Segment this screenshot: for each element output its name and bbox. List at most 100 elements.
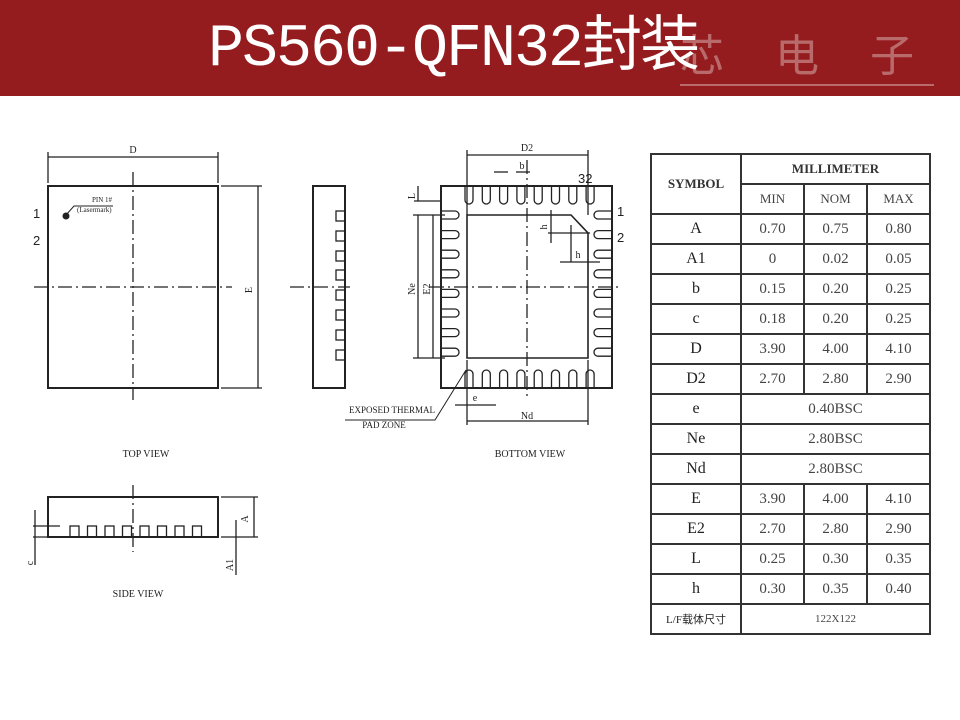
pad	[533, 369, 543, 388]
pad	[593, 327, 612, 338]
min-cell: 0.15	[740, 273, 805, 305]
package-drawing: D E PIN 1# (Lasermark) 1 2 TOP VIEW D2 b…	[25, 143, 624, 600]
pad	[593, 308, 612, 318]
nom-cell: 4.00	[803, 333, 868, 365]
pad	[441, 308, 460, 318]
exposed-pad	[466, 214, 589, 359]
nom-cell: 0.35	[803, 573, 868, 605]
max-cell: 0.40	[866, 573, 931, 605]
nom-cell: 0.30	[803, 543, 868, 575]
pin-1-label: 1	[33, 206, 40, 221]
dim-b: b	[520, 161, 525, 172]
symbol-cell: E2	[650, 513, 742, 545]
max-cell: 4.10	[866, 333, 931, 365]
pad	[593, 288, 612, 299]
symbol-cell: D	[650, 333, 742, 365]
side-pads	[335, 210, 346, 361]
symbol-cell: c	[650, 303, 742, 335]
pad	[464, 369, 474, 388]
pad	[441, 327, 460, 338]
pin-2-label: 2	[33, 233, 40, 248]
pad	[516, 186, 526, 205]
dim-nd: Nd	[521, 411, 533, 422]
pad	[498, 186, 509, 205]
dim-h-horizontal: h	[576, 250, 581, 261]
nom-cell: 0.20	[803, 303, 868, 335]
value-cell: 2.80BSC	[740, 453, 931, 485]
nom-cell: 2.80	[803, 363, 868, 395]
symbol-cell: D2	[650, 363, 742, 395]
bottom-pin-1-label: 1	[617, 204, 624, 219]
min-cell: 0	[740, 243, 805, 275]
pad	[550, 186, 561, 205]
top-view-label: TOP VIEW	[123, 449, 170, 460]
symbol-cell: L/F载体尺寸	[650, 603, 742, 635]
pad	[585, 186, 595, 205]
dim-h-vertical: h	[539, 225, 550, 230]
page-title: PS560-QFN32封装	[208, 16, 700, 84]
min-cell: 0.30	[740, 573, 805, 605]
max-cell: 2.90	[866, 513, 931, 545]
max-cell: 0.35	[866, 543, 931, 575]
dim-d: D	[129, 145, 136, 156]
min-cell: 3.90	[740, 483, 805, 515]
thermal-pad-label: EXPOSED THERMAL	[349, 405, 435, 415]
value-cell: 122X122	[740, 603, 931, 635]
nom-header: NOM	[803, 183, 868, 215]
side-pad	[191, 525, 203, 538]
pad	[585, 369, 595, 388]
side-pad	[104, 525, 115, 538]
pad	[593, 347, 612, 357]
title-bar: PS560-QFN32封装 芯 电 子	[0, 0, 960, 96]
dim-e: E	[244, 287, 255, 293]
pad	[498, 369, 509, 388]
side-pad	[156, 525, 168, 538]
bottom-view-label: BOTTOM VIEW	[495, 449, 566, 460]
dim-ne: Ne	[407, 283, 418, 295]
pad	[464, 186, 474, 205]
side-pad	[69, 525, 80, 538]
symbol-cell: A1	[650, 243, 742, 275]
dim-c: c	[25, 560, 36, 565]
nom-cell: 0.20	[803, 273, 868, 305]
symbol-cell: Ne	[650, 423, 742, 455]
pad	[481, 369, 491, 388]
unit-header: MILLIMETER	[740, 153, 931, 185]
nom-cell: 0.02	[803, 243, 868, 275]
dim-d2: D2	[521, 143, 533, 154]
side-pad	[86, 525, 98, 538]
side-pad	[121, 525, 133, 538]
pad	[568, 186, 578, 205]
pad	[441, 249, 460, 259]
min-cell: 3.90	[740, 333, 805, 365]
min-cell: 0.70	[740, 213, 805, 245]
pad	[441, 347, 460, 357]
symbol-cell: Nd	[650, 453, 742, 485]
symbol-cell: E	[650, 483, 742, 515]
watermark: 芯 电 子	[680, 20, 934, 86]
symbol-header: SYMBOL	[650, 153, 742, 215]
pad	[593, 210, 612, 220]
max-cell: 2.90	[866, 363, 931, 395]
max-cell: 0.25	[866, 303, 931, 335]
value-cell: 2.80BSC	[740, 423, 931, 455]
pad	[593, 269, 612, 279]
side-pad	[139, 525, 150, 538]
nom-cell: 4.00	[803, 483, 868, 515]
max-cell: 0.80	[866, 213, 931, 245]
symbol-cell: A	[650, 213, 742, 245]
side-view-label: SIDE VIEW	[113, 589, 164, 600]
min-cell: 0.25	[740, 543, 805, 575]
dim-a1: A1	[225, 559, 236, 571]
min-cell: 2.70	[740, 363, 805, 395]
